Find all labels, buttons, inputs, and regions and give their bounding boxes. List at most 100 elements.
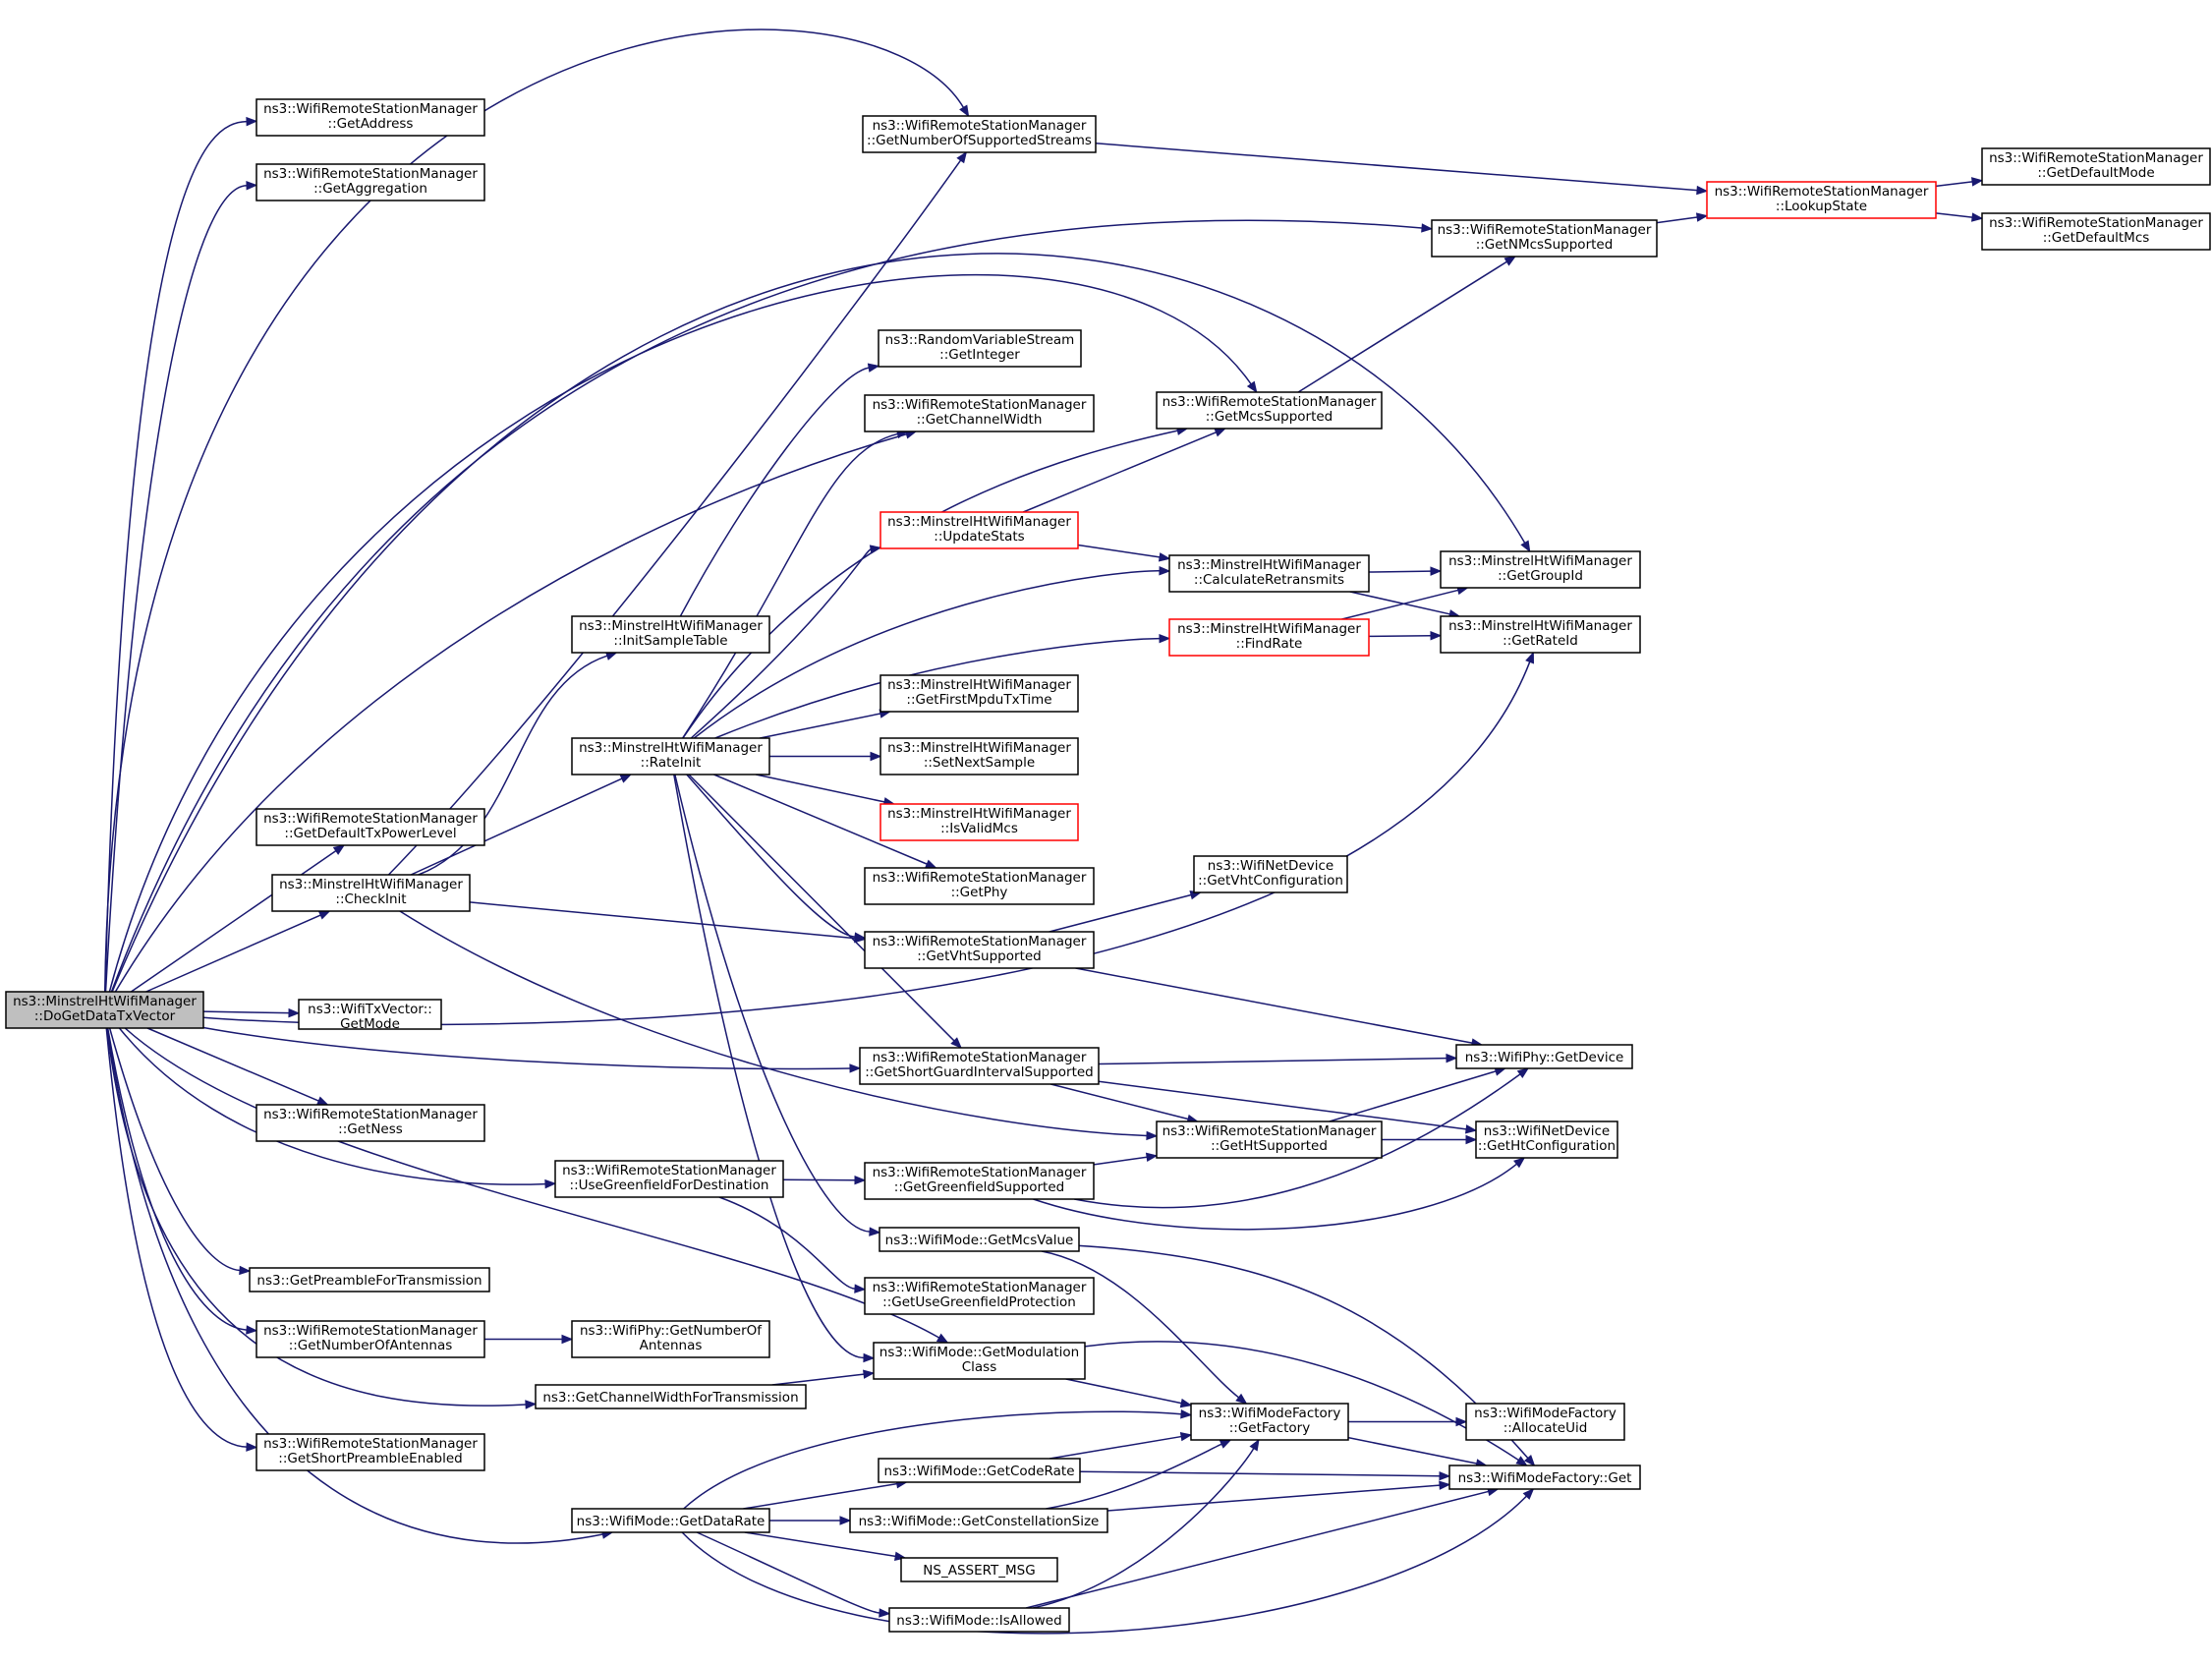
- node-box[interactable]: [255, 1104, 485, 1142]
- node-box[interactable]: [298, 999, 442, 1030]
- node-box[interactable]: [255, 808, 485, 846]
- node-getNMcs[interactable]: ns3::WifiRemoteStationManager::GetNMcsSu…: [1431, 219, 1658, 258]
- node-box[interactable]: [864, 1277, 1095, 1315]
- node-box[interactable]: [864, 1162, 1095, 1200]
- node-box[interactable]: [535, 1384, 807, 1409]
- node-box[interactable]: [879, 511, 1079, 549]
- node-box[interactable]: [1455, 1044, 1633, 1069]
- node-box[interactable]: [888, 1607, 1070, 1633]
- node-box[interactable]: [1156, 391, 1383, 430]
- node-getPreamble[interactable]: ns3::GetPreambleForTransmission: [249, 1267, 490, 1293]
- node-rvsGetInteger[interactable]: ns3::RandomVariableStream::GetInteger: [878, 329, 1082, 368]
- node-getDefaultMode[interactable]: ns3::WifiRemoteStationManager::GetDefaul…: [1981, 147, 2211, 186]
- node-box[interactable]: [1193, 855, 1348, 893]
- node-box[interactable]: [255, 1320, 485, 1358]
- node-box[interactable]: [271, 874, 471, 912]
- node-getAggregation[interactable]: ns3::WifiRemoteStationManager::GetAggreg…: [255, 163, 485, 201]
- node-netDevGetVht[interactable]: ns3::WifiNetDevice::GetVhtConfiguration: [1193, 855, 1348, 893]
- node-netDevGetHt[interactable]: ns3::WifiNetDevice::GetHtConfiguration: [1475, 1120, 1618, 1159]
- node-box[interactable]: [1448, 1465, 1641, 1490]
- node-getShortPreamble[interactable]: ns3::WifiRemoteStationManager::GetShortP…: [255, 1433, 485, 1471]
- node-checkInit[interactable]: ns3::MinstrelHtWifiManager::CheckInit: [271, 874, 471, 912]
- node-getPhy[interactable]: ns3::WifiRemoteStationManager::GetPhy: [864, 867, 1095, 905]
- node-box[interactable]: [1156, 1120, 1383, 1159]
- node-getGreenfieldSupported[interactable]: ns3::WifiRemoteStationManager::GetGreenf…: [864, 1162, 1095, 1200]
- node-getDefaultMcs[interactable]: ns3::WifiRemoteStationManager::GetDefaul…: [1981, 212, 2211, 251]
- node-box[interactable]: [879, 737, 1079, 776]
- node-box[interactable]: [878, 329, 1082, 368]
- node-getNumStreams[interactable]: ns3::WifiRemoteStationManager::GetNumber…: [862, 115, 1097, 153]
- node-box[interactable]: [1465, 1403, 1625, 1441]
- node-allocateUid[interactable]: ns3::WifiModeFactory::AllocateUid: [1465, 1403, 1625, 1441]
- node-txVecGetMode[interactable]: ns3::WifiTxVector::GetMode: [298, 999, 442, 1032]
- node-getChannelWidthTx[interactable]: ns3::GetChannelWidthForTransmission: [535, 1384, 807, 1409]
- node-getUseGreenfieldProt[interactable]: ns3::WifiRemoteStationManager::GetUseGre…: [864, 1277, 1095, 1315]
- node-box[interactable]: [1706, 181, 1937, 219]
- node-getAddress[interactable]: ns3::WifiRemoteStationManager::GetAddres…: [255, 98, 485, 137]
- node-getCodeRate[interactable]: ns3::WifiMode::GetCodeRate: [878, 1458, 1081, 1483]
- node-getChannelWidth[interactable]: ns3::WifiRemoteStationManager::GetChanne…: [864, 394, 1095, 432]
- node-box[interactable]: [864, 931, 1095, 969]
- node-box[interactable]: [1168, 618, 1370, 657]
- node-useGreenfield[interactable]: ns3::WifiRemoteStationManager::UseGreenf…: [554, 1160, 784, 1198]
- node-getDefaultTxPowerLevel[interactable]: ns3::WifiRemoteStationManager::GetDefaul…: [255, 808, 485, 846]
- node-getRateId[interactable]: ns3::MinstrelHtWifiManager::GetRateId: [1440, 615, 1641, 654]
- node-nsAssert[interactable]: NS_ASSERT_MSG: [900, 1557, 1058, 1582]
- node-box[interactable]: [859, 1047, 1100, 1085]
- node-getConstSize[interactable]: ns3::WifiMode::GetConstellationSize: [849, 1508, 1108, 1533]
- node-phyGetNumAntennas[interactable]: ns3::WifiPhy::GetNumberOfAntennas: [571, 1320, 770, 1358]
- node-box[interactable]: [1440, 550, 1641, 589]
- node-getGroupId[interactable]: ns3::MinstrelHtWifiManager::GetGroupId: [1440, 550, 1641, 589]
- node-getHtSupported[interactable]: ns3::WifiRemoteStationManager::GetHtSupp…: [1156, 1120, 1383, 1159]
- node-initSampleTable[interactable]: ns3::MinstrelHtWifiManager::InitSampleTa…: [571, 615, 770, 654]
- node-box[interactable]: [879, 674, 1079, 713]
- node-getNess[interactable]: ns3::WifiRemoteStationManager::GetNess: [255, 1104, 485, 1142]
- node-box[interactable]: [900, 1557, 1058, 1582]
- node-box[interactable]: [255, 98, 485, 137]
- node-box[interactable]: [571, 615, 770, 654]
- node-box[interactable]: [1475, 1120, 1618, 1159]
- node-factoryGet[interactable]: ns3::WifiModeFactory::Get: [1448, 1465, 1641, 1490]
- node-isValidMcs[interactable]: ns3::MinstrelHtWifiManager::IsValidMcs: [879, 803, 1079, 841]
- node-phyGetDevice[interactable]: ns3::WifiPhy::GetDevice: [1455, 1044, 1633, 1069]
- node-box[interactable]: [849, 1508, 1108, 1533]
- node-getDataRate[interactable]: ns3::WifiMode::GetDataRate: [571, 1508, 770, 1533]
- node-box[interactable]: [255, 163, 485, 201]
- node-findRate[interactable]: ns3::MinstrelHtWifiManager::FindRate: [1168, 618, 1370, 657]
- node-lookupState[interactable]: ns3::WifiRemoteStationManager::LookupSta…: [1706, 181, 1937, 219]
- node-box[interactable]: [249, 1267, 490, 1293]
- node-box[interactable]: [5, 991, 204, 1029]
- node-box[interactable]: [878, 1458, 1081, 1483]
- node-rateInit[interactable]: ns3::MinstrelHtWifiManager::RateInit: [571, 737, 770, 776]
- node-box[interactable]: [554, 1160, 784, 1198]
- node-box[interactable]: [1190, 1403, 1349, 1441]
- node-getMcsValue[interactable]: ns3::WifiMode::GetMcsValue: [879, 1227, 1080, 1252]
- node-box[interactable]: [864, 867, 1095, 905]
- node-box[interactable]: [862, 115, 1097, 153]
- node-isAllowed[interactable]: ns3::WifiMode::IsAllowed: [888, 1607, 1070, 1633]
- node-calcRetransmits[interactable]: ns3::MinstrelHtWifiManager::CalculateRet…: [1168, 554, 1370, 593]
- node-box[interactable]: [1168, 554, 1370, 593]
- node-box[interactable]: [1431, 219, 1658, 258]
- node-getShortGi[interactable]: ns3::WifiRemoteStationManager::GetShortG…: [859, 1047, 1100, 1085]
- node-box[interactable]: [1440, 615, 1641, 654]
- node-box[interactable]: [255, 1433, 485, 1471]
- node-getNumberOfAntennas[interactable]: ns3::WifiRemoteStationManager::GetNumber…: [255, 1320, 485, 1358]
- node-box[interactable]: [879, 803, 1079, 841]
- node-getFirstMpdu[interactable]: ns3::MinstrelHtWifiManager::GetFirstMpdu…: [879, 674, 1079, 713]
- node-root[interactable]: ns3::MinstrelHtWifiManager::DoGetDataTxV…: [5, 991, 204, 1029]
- node-updateStats[interactable]: ns3::MinstrelHtWifiManager::UpdateStats: [879, 511, 1079, 549]
- node-setNextSample[interactable]: ns3::MinstrelHtWifiManager::SetNextSampl…: [879, 737, 1079, 776]
- node-box[interactable]: [1981, 212, 2211, 251]
- node-box[interactable]: [864, 394, 1095, 432]
- node-box[interactable]: [879, 1227, 1080, 1252]
- node-box[interactable]: [1981, 147, 2211, 186]
- node-factoryGetFactory[interactable]: ns3::WifiModeFactory::GetFactory: [1190, 1403, 1349, 1441]
- node-box[interactable]: [571, 1508, 770, 1533]
- node-box[interactable]: [571, 737, 770, 776]
- node-getMcsSupported[interactable]: ns3::WifiRemoteStationManager::GetMcsSup…: [1156, 391, 1383, 430]
- node-box[interactable]: [571, 1320, 770, 1358]
- node-box[interactable]: [873, 1342, 1086, 1380]
- node-getVhtSupported[interactable]: ns3::WifiRemoteStationManager::GetVhtSup…: [864, 931, 1095, 969]
